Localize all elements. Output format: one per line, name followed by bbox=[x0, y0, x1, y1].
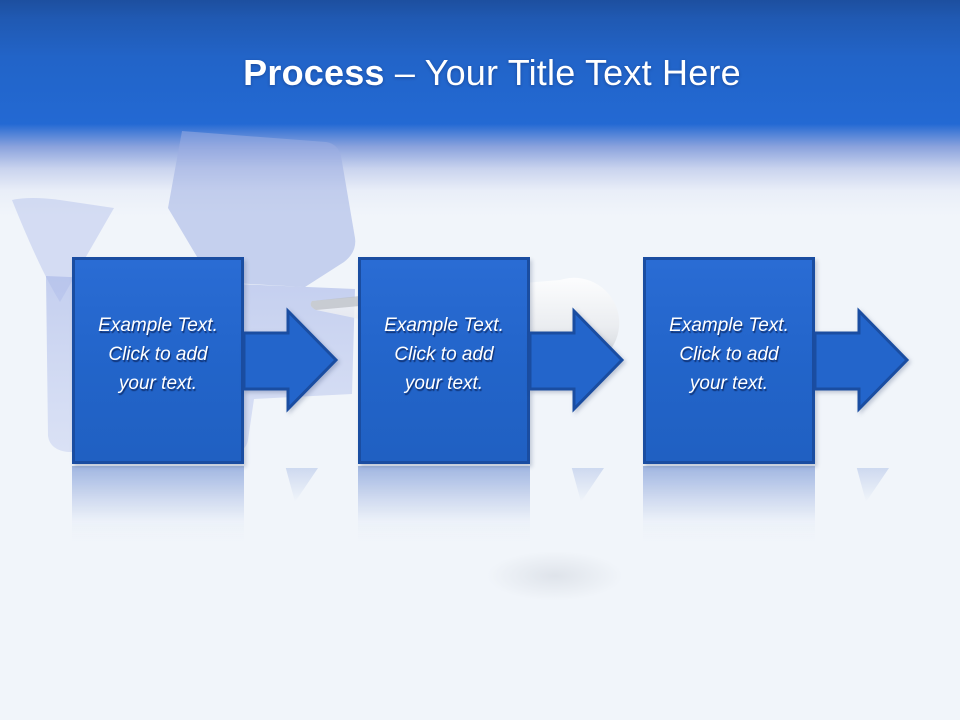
box-text-line: Example Text. bbox=[98, 315, 218, 336]
box-text-line: Click to add bbox=[394, 344, 494, 365]
box-text-line: Click to add bbox=[679, 344, 779, 365]
open-box-top-flap bbox=[168, 131, 356, 287]
slide-title: Process – Your Title Text Here bbox=[12, 52, 960, 94]
box-text-line: your text. bbox=[118, 373, 198, 394]
box-text-line: your text. bbox=[689, 373, 769, 394]
box-text-line: Example Text. bbox=[384, 315, 504, 336]
open-box-left-flap bbox=[12, 198, 114, 302]
arrow-right-icon bbox=[242, 307, 339, 413]
box-reflection bbox=[643, 466, 815, 542]
process-step-3: Example Text. Click to add your text. bbox=[643, 257, 910, 542]
box-text-line: your text. bbox=[404, 373, 484, 394]
pen-tip bbox=[310, 296, 360, 310]
process-step-2: Example Text. Click to add your text. bbox=[358, 257, 625, 542]
box-text-line: Example Text. bbox=[669, 315, 789, 336]
arrow-right-icon bbox=[528, 307, 625, 413]
title-emphasis: Process bbox=[243, 52, 385, 93]
process-step-1: Example Text. Click to add your text. bbox=[72, 257, 339, 542]
box-text-line: Click to add bbox=[108, 344, 208, 365]
arrow-right-icon bbox=[813, 307, 910, 413]
box-reflection bbox=[72, 466, 244, 542]
pen-reflection bbox=[470, 545, 640, 607]
process-box-2[interactable]: Example Text. Click to add your text. bbox=[358, 257, 530, 464]
slide-header: Process – Your Title Text Here bbox=[0, 0, 960, 130]
process-box-1[interactable]: Example Text. Click to add your text. bbox=[72, 257, 244, 464]
box-reflection bbox=[358, 466, 530, 542]
title-rest: Your Title Text Here bbox=[424, 52, 741, 93]
title-separator: – bbox=[394, 52, 416, 93]
process-box-3[interactable]: Example Text. Click to add your text. bbox=[643, 257, 815, 464]
